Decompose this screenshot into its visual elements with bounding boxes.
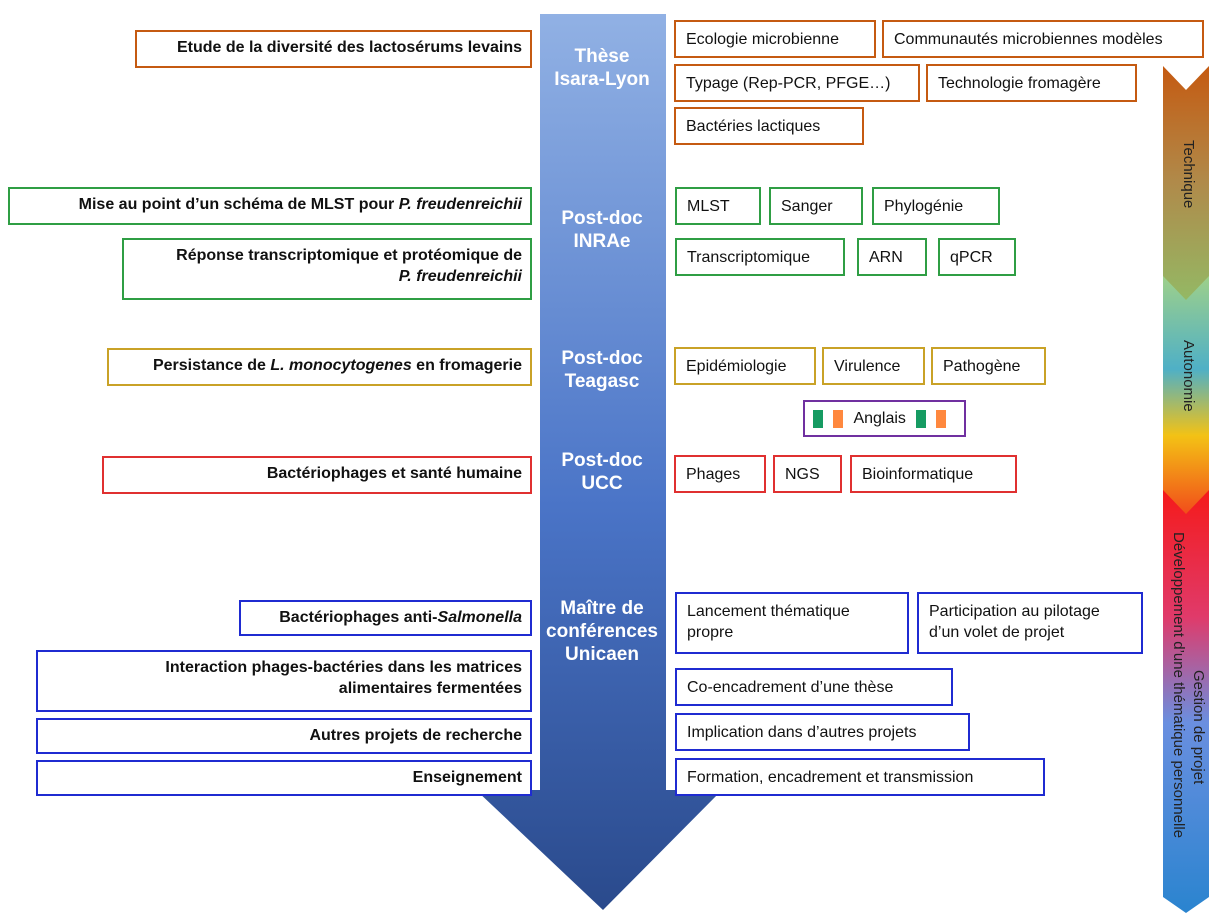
skill-mlst: MLST xyxy=(675,187,761,225)
skill-pathogene: Pathogène xyxy=(931,347,1046,385)
skill-lancement: Lancement thématique propre xyxy=(675,592,909,654)
project-transcripto-line1: Réponse transcriptomique et protéomique … xyxy=(176,247,522,264)
skill-lancement-text: Lancement thématique propre xyxy=(687,603,850,641)
skill-transcriptomique: Transcriptomique xyxy=(675,238,845,276)
project-enseignement: Enseignement xyxy=(36,760,532,796)
skill-typage-text: Typage (Rep-PCR, PFGE…) xyxy=(686,75,891,92)
skill-lactiques-text: Bactéries lactiques xyxy=(686,118,821,135)
skill-arn-text: ARN xyxy=(869,249,903,266)
skill-bioinformatique-text: Bioinformatique xyxy=(862,466,974,483)
project-lactoserums-text: Etude de la diversité des lactosérums le… xyxy=(176,39,522,56)
skill-phages-text: Phages xyxy=(686,466,741,483)
skill-qpcr: qPCR xyxy=(938,238,1016,276)
period-ucc-line2: UCC xyxy=(581,472,623,494)
skill-arn: ARN xyxy=(857,238,927,276)
developpement-label: Développement d’une thématique personnel… xyxy=(1170,532,1187,839)
skill-epidemiologie-text: Epidémiologie xyxy=(686,358,787,375)
skill-bioinformatique: Bioinformatique xyxy=(850,455,1017,493)
skill-communautes: Communautés microbiennes modèles xyxy=(882,20,1204,58)
skill-transcriptomique-text: Transcriptomique xyxy=(687,249,811,266)
skill-anglais: Anglais xyxy=(803,400,966,437)
skill-ngs-text: NGS xyxy=(785,466,820,483)
skill-phages: Phages xyxy=(674,455,766,493)
irish-flag-icon xyxy=(916,409,947,428)
skill-ecologie: Ecologie microbienne xyxy=(674,20,876,58)
skill-implication: Implication dans d’autres projets xyxy=(675,713,970,751)
period-postdoc-inrae: Post-doc INRAe xyxy=(538,208,666,254)
skill-anglais-text: Anglais xyxy=(853,410,906,427)
skill-epidemiologie: Epidémiologie xyxy=(674,347,816,385)
project-anti-prefix: Bactériophages anti- xyxy=(279,609,438,626)
skill-participation-text: Participation au pilotage d’un volet de … xyxy=(929,603,1100,641)
technique-label: Technique xyxy=(1180,140,1197,209)
skill-ngs: NGS xyxy=(773,455,842,493)
project-anti-salmonella: Bactériophages anti-Salmonella xyxy=(239,600,532,636)
project-phages-sante-text: Bactériophages et santé humaine xyxy=(266,465,522,482)
project-anti-species: Salmonella xyxy=(437,609,522,626)
period-inrae-line2: INRAe xyxy=(573,230,631,252)
skill-phylogenie-text: Phylogénie xyxy=(884,198,964,215)
period-mcf-line2: conférences xyxy=(546,620,658,642)
skill-formation: Formation, encadrement et transmission xyxy=(675,758,1045,796)
skill-pathogene-text: Pathogène xyxy=(943,358,1021,375)
project-autres: Autres projets de recherche xyxy=(36,718,532,754)
skill-formation-text: Formation, encadrement et transmission xyxy=(687,769,974,786)
skill-lactiques: Bactéries lactiques xyxy=(674,107,864,145)
skill-ecologie-text: Ecologie microbienne xyxy=(686,31,839,48)
period-teagasc-line2: Teagasc xyxy=(564,370,640,392)
skill-qpcr-text: qPCR xyxy=(950,249,993,266)
project-mlst-text: Mise au point d’un schéma de MLST pour xyxy=(78,196,399,213)
period-these: Thèse Isara-Lyon xyxy=(538,46,666,92)
skill-typage: Typage (Rep-PCR, PFGE…) xyxy=(674,64,920,102)
project-phages-sante: Bactériophages et santé humaine xyxy=(102,456,532,494)
project-mlst-species: P. freudenreichii xyxy=(398,196,522,213)
skill-technologie-text: Technologie fromagère xyxy=(938,75,1101,92)
project-listeria-species: L. monocytogenes xyxy=(270,357,412,374)
period-ucc-line1: Post-doc xyxy=(561,450,643,471)
period-teagasc-line1: Post-doc xyxy=(561,348,643,369)
project-lactoserums: Etude de la diversité des lactosérums le… xyxy=(135,30,532,68)
irish-flag-icon xyxy=(813,409,843,428)
skill-coencadrement: Co-encadrement d’une thèse xyxy=(675,668,953,706)
period-these-line2: Isara-Lyon xyxy=(554,68,650,90)
autonomie-label: Autonomie xyxy=(1180,340,1197,412)
skill-coencadrement-text: Co-encadrement d’une thèse xyxy=(687,679,894,696)
period-inrae-line1: Post-doc xyxy=(561,208,643,229)
period-these-line1: Thèse xyxy=(574,46,630,67)
skill-phylogenie: Phylogénie xyxy=(872,187,1000,225)
period-mcf-line1: Maître de xyxy=(560,598,644,619)
project-transcriptomique: Réponse transcriptomique et protéomique … xyxy=(122,238,532,300)
project-listeria-suffix: en fromagerie xyxy=(411,357,522,374)
period-postdoc-ucc: Post-doc UCC xyxy=(538,450,666,496)
project-mlst: Mise au point d’un schéma de MLST pour P… xyxy=(8,187,532,225)
skill-participation: Participation au pilotage d’un volet de … xyxy=(917,592,1143,654)
project-enseignement-text: Enseignement xyxy=(412,769,522,786)
skill-communautes-text: Communautés microbiennes modèles xyxy=(894,31,1163,48)
project-interaction-line1: Interaction phages-bactéries dans les ma… xyxy=(165,659,522,676)
project-autres-text: Autres projets de recherche xyxy=(309,727,522,744)
project-interaction-line2: alimentaires fermentées xyxy=(338,679,522,697)
period-postdoc-teagasc: Post-doc Teagasc xyxy=(538,348,666,394)
project-listeria-prefix: Persistance de xyxy=(152,357,271,374)
skill-mlst-text: MLST xyxy=(687,198,730,215)
skill-virulence: Virulence xyxy=(822,347,925,385)
skill-virulence-text: Virulence xyxy=(834,358,901,375)
skill-sanger-text: Sanger xyxy=(781,198,833,215)
project-listeria: Persistance de L. monocytogenes en froma… xyxy=(107,348,532,386)
period-mcf-line3: Unicaen xyxy=(565,643,639,665)
skill-implication-text: Implication dans d’autres projets xyxy=(687,724,917,741)
skill-technologie: Technologie fromagère xyxy=(926,64,1137,102)
project-interaction: Interaction phages-bactéries dans les ma… xyxy=(36,650,532,712)
period-mcf: Maître de conférences Unicaen xyxy=(534,598,670,666)
skill-sanger: Sanger xyxy=(769,187,863,225)
gestion-label: Gestion de projet xyxy=(1190,670,1207,785)
project-transcripto-species: P. freudenreichii xyxy=(398,267,522,285)
